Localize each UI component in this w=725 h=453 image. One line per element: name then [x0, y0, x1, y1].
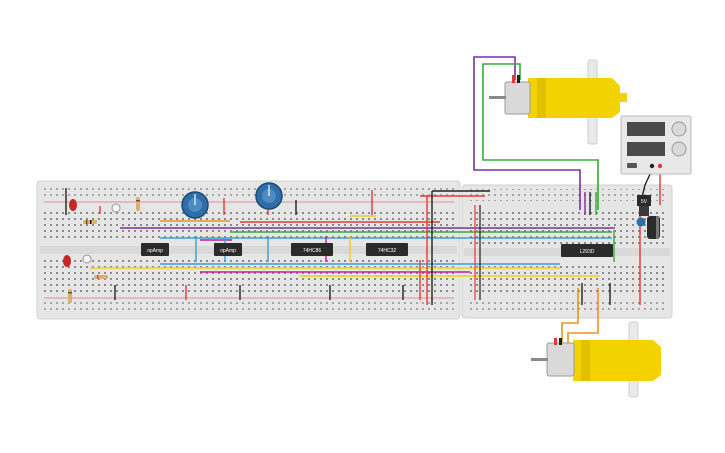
chip-label: 74HC32 [378, 248, 397, 254]
led-red-1[interactable] [69, 199, 77, 211]
voltage-regulator[interactable]: 5V [637, 195, 651, 216]
resistor-4[interactable] [68, 289, 72, 303]
potentiometer-2[interactable] [255, 182, 283, 210]
chip-opamp-1[interactable]: opAmp [141, 243, 169, 256]
led-red-2[interactable] [63, 255, 71, 267]
chip-74hc32[interactable]: 74HC32 [366, 243, 408, 256]
wires[interactable] [65, 188, 641, 305]
chip-label: opAmp [220, 248, 236, 254]
chip-l293d[interactable]: L293D [561, 244, 613, 257]
chip-label: L293D [580, 249, 595, 255]
chip-label: 74HC86 [303, 248, 322, 254]
regulator-label: 5V [641, 199, 648, 205]
power-supply[interactable] [620, 115, 692, 175]
chip-opamp-2[interactable]: opAmp [214, 243, 242, 256]
motor-wires[interactable] [473, 56, 661, 345]
capacitor-ceramic[interactable] [636, 217, 646, 227]
dc-motor-2[interactable] [531, 321, 661, 398]
potentiometer-1[interactable] [181, 191, 209, 219]
chip-74hc86[interactable]: 74HC86 [291, 243, 333, 256]
resistor-2[interactable] [136, 197, 140, 211]
resistor-3[interactable] [94, 275, 108, 279]
dc-motor-1[interactable] [489, 59, 627, 145]
chip-label: opAmp [147, 248, 163, 254]
capacitor-electrolytic[interactable] [647, 216, 660, 239]
photodiode-2[interactable] [82, 254, 92, 264]
photodiode-1[interactable] [111, 203, 121, 213]
resistor-1[interactable] [83, 220, 97, 224]
